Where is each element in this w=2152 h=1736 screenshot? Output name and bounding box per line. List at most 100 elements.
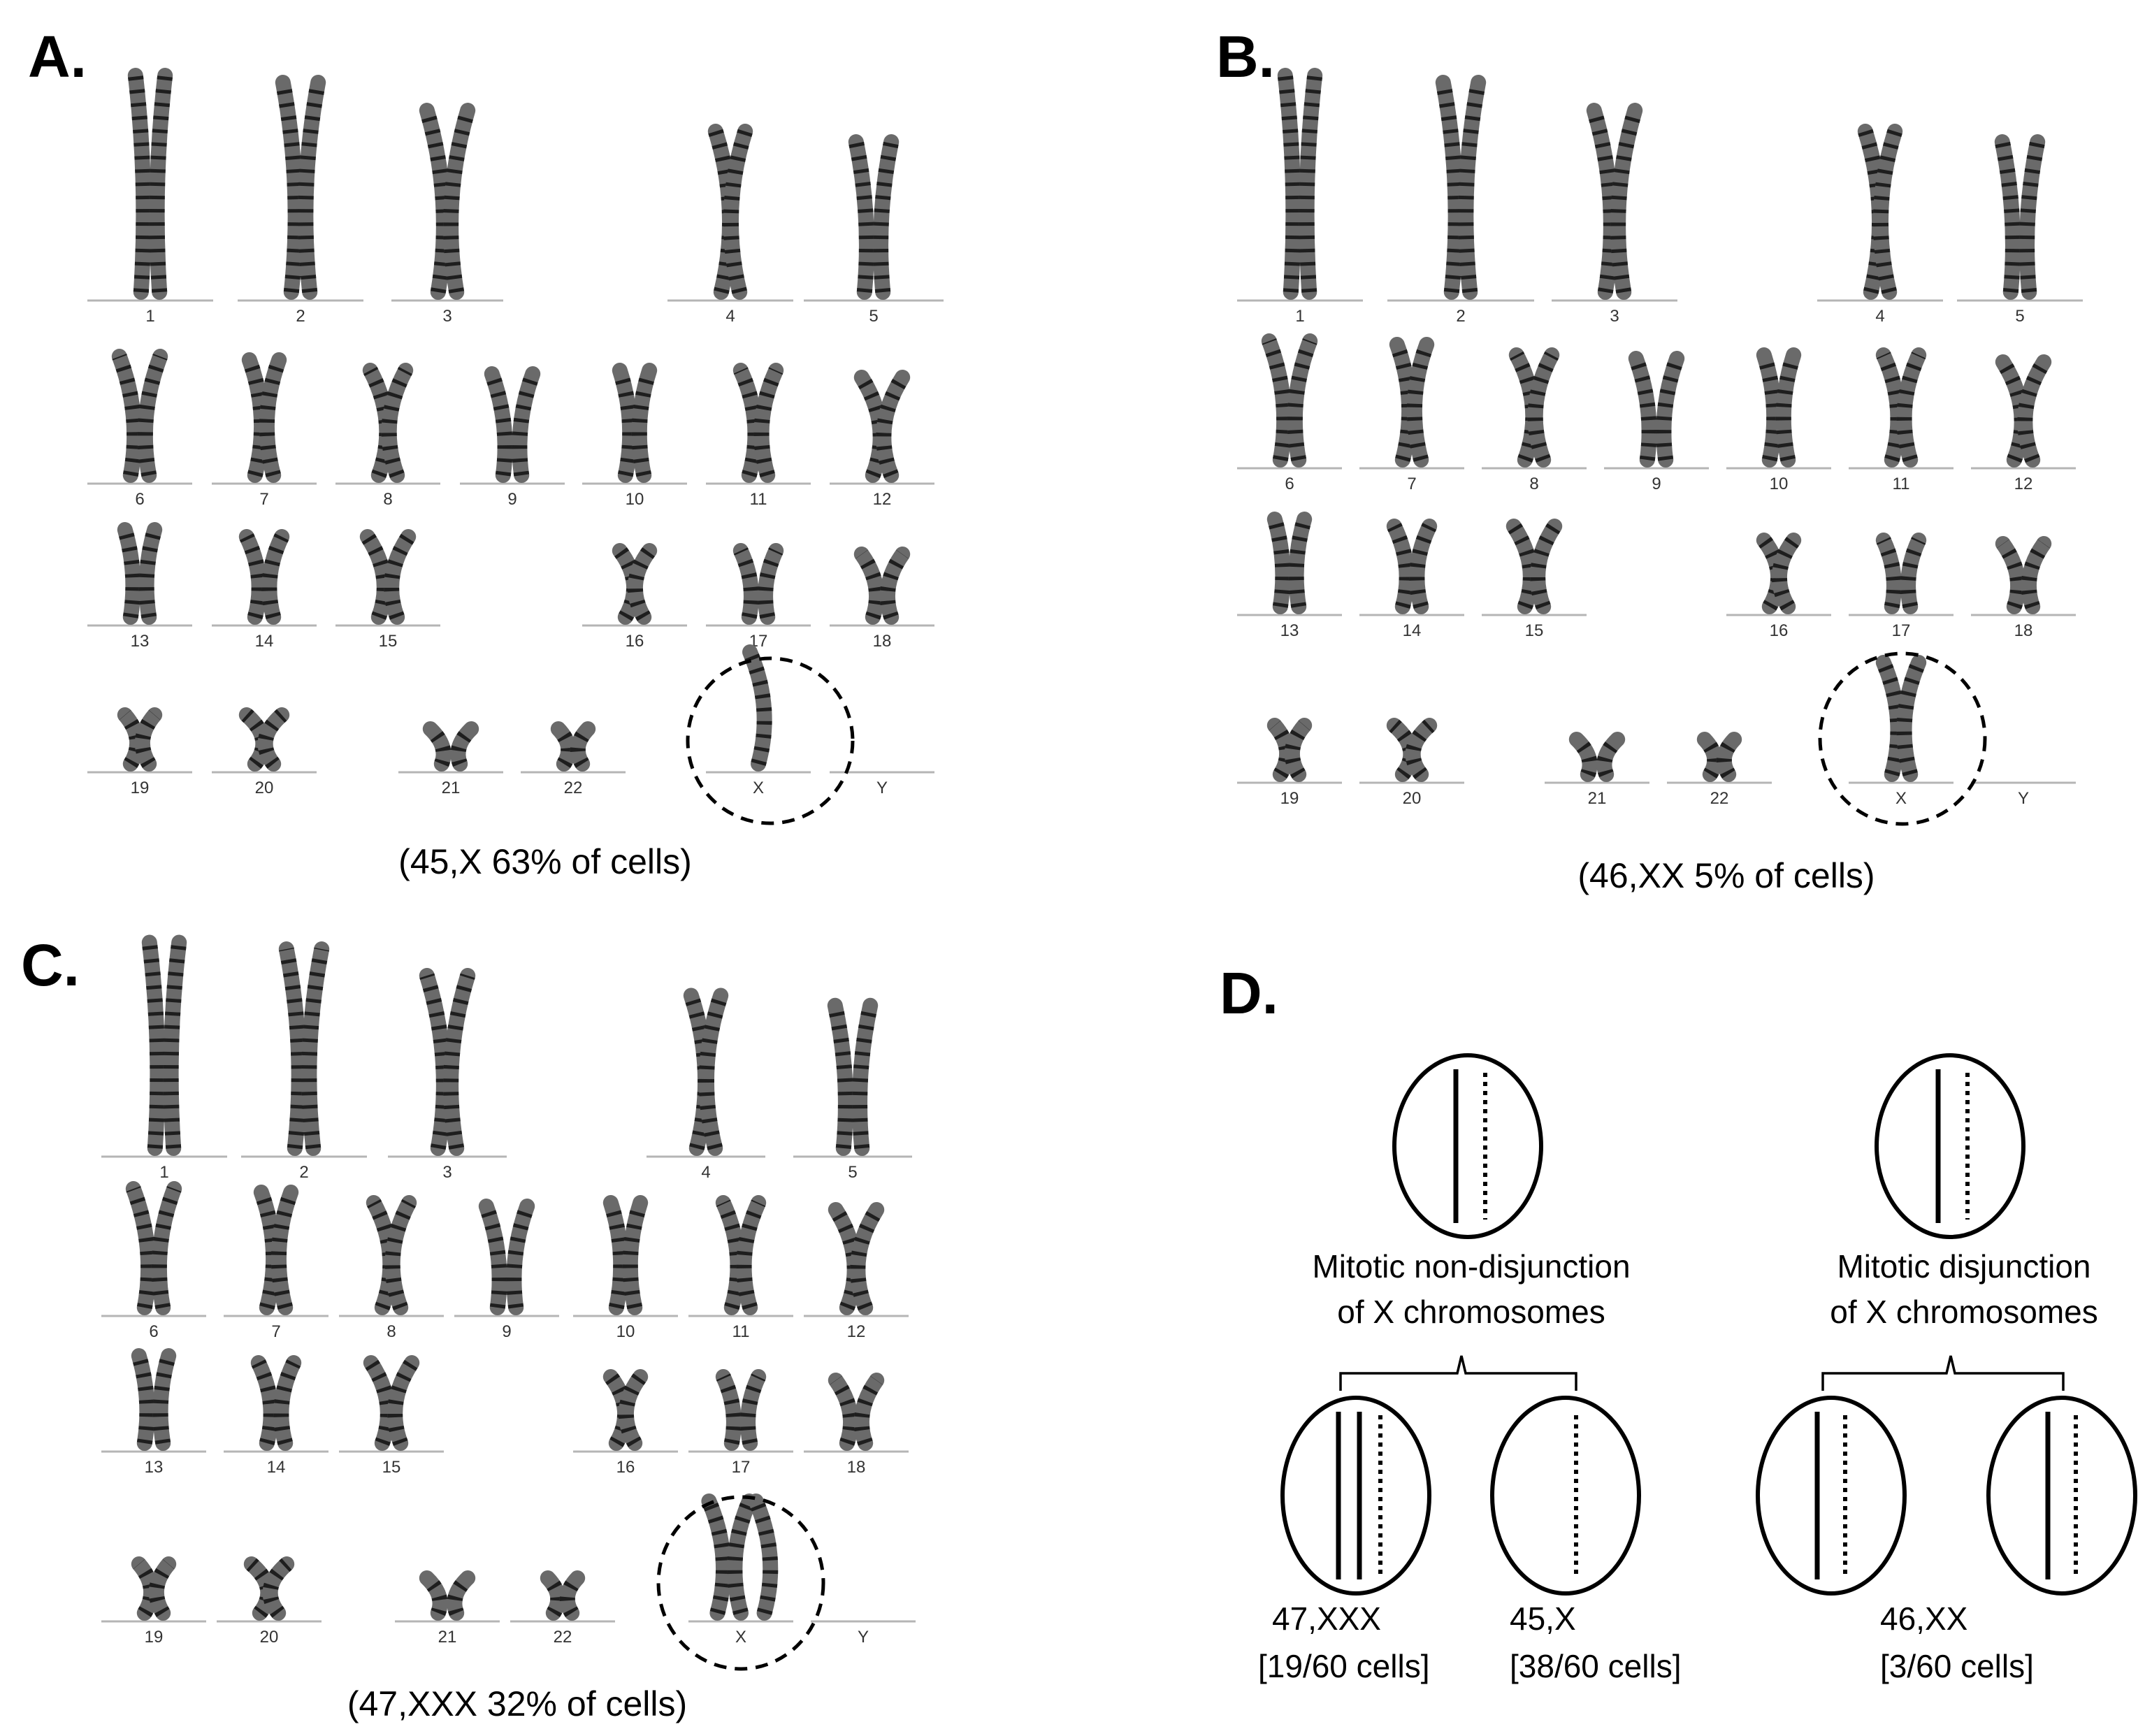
chromosome-bands [421, 1572, 448, 1616]
chromosome-label: 4 [725, 307, 735, 326]
chromosome-slot-21: 21 [398, 721, 503, 797]
chromosome-slot-Y: Y [811, 1620, 916, 1647]
chromosome-slot-9: 9 [454, 1199, 559, 1341]
chromosome-slot-6: 6 [87, 349, 192, 509]
chromosome [827, 997, 853, 1156]
chromosome-label: X [735, 1628, 746, 1647]
chromosome-bands [1530, 521, 1561, 609]
chromosome-label: 12 [2014, 475, 2033, 493]
chromosome-label: 11 [732, 1322, 750, 1341]
chromosome-slot-6: 6 [101, 1181, 206, 1341]
chromosome [627, 543, 658, 625]
chromosome-slot-7: 7 [1359, 337, 1464, 493]
chromosome [1284, 718, 1313, 782]
chromosome-slot-18: 18 [804, 1373, 909, 1477]
chromosome [828, 1373, 859, 1451]
chromosome-label: 6 [149, 1322, 158, 1341]
chromosome-label: 1 [145, 307, 154, 326]
daughter-cell-x [1490, 1396, 1641, 1596]
chromosome-label: 21 [438, 1628, 457, 1647]
chromosome-slot-4: 4 [1817, 124, 1943, 326]
chromosome-bands [1896, 659, 1926, 776]
chromosome-bands [1507, 521, 1538, 609]
chromosome-bands [447, 1572, 474, 1616]
chromosome-label: 5 [2015, 307, 2024, 326]
chromosome-slot-22: 22 [1667, 732, 1772, 808]
result-xx-count: [3/60 cells] [1880, 1648, 2034, 1684]
chromosome-bands [1896, 352, 1926, 463]
chromosome [148, 1556, 177, 1621]
chromosome-bands [275, 80, 303, 294]
chromosome-bands [242, 357, 270, 477]
chromosome-bands [1299, 74, 1323, 293]
chromosome-bands [163, 941, 187, 1149]
chromosome-label: 15 [1525, 621, 1544, 640]
chromosome-slot-12: 12 [830, 370, 934, 509]
chromosome [298, 75, 326, 300]
chromosome-label: 17 [732, 1458, 751, 1477]
chromosome-label: 12 [847, 1322, 866, 1341]
chromosome-slot-8: 8 [335, 363, 440, 509]
result-x-count: [38/60 cells] [1510, 1648, 1681, 1684]
chromosome-slot-20: 20 [217, 1556, 322, 1647]
chromosome-bands [1527, 351, 1559, 463]
chromosome-slot-7: 7 [212, 352, 317, 509]
chromosome [1288, 512, 1313, 614]
chromosome-slot-X: X [706, 644, 811, 797]
panel-letter-d: D. [1220, 960, 1278, 1026]
chromosome-slot-X: X [1849, 655, 1954, 808]
chromosome-label: X [753, 779, 764, 797]
chromosome-bands [1775, 352, 1801, 462]
chromosome-bands [1596, 734, 1624, 778]
x-chromosome-highlight-circle [686, 656, 855, 825]
chromosome-label: 17 [1892, 621, 1911, 640]
chromosome [1266, 512, 1291, 614]
chromosome-slot-2: 2 [241, 941, 367, 1182]
process-left-line1: Mitotic non-disjunction [1312, 1248, 1630, 1285]
chromosome-label: 7 [271, 1322, 280, 1341]
panel-caption: (47,XXX 32% of cells) [347, 1684, 687, 1723]
chromosome-bands [723, 129, 753, 294]
chromosome-bands [631, 368, 657, 477]
brace-left [1339, 1355, 1577, 1391]
chromosome-label: 21 [442, 779, 461, 797]
chromosome [134, 707, 163, 772]
chromosome [848, 134, 874, 300]
chromosome [1994, 134, 2021, 300]
chromosome-bands [1587, 108, 1619, 294]
x-chromosome-highlight-circle [656, 1495, 825, 1671]
chromosome [1875, 533, 1902, 614]
chromosome [1435, 75, 1464, 300]
chromosome-label: 11 [750, 490, 767, 509]
chromosome-bands [1277, 74, 1301, 293]
chromosome-bands [381, 366, 412, 478]
chromosome [852, 997, 879, 1156]
chromosome-bands [684, 993, 713, 1150]
chromosome [853, 1373, 885, 1451]
chromosome [138, 522, 163, 625]
chromosome-slot-13: 13 [1237, 512, 1342, 640]
chromosome-slot-1: 1 [101, 934, 227, 1182]
chromosome-label: 9 [502, 1322, 511, 1341]
chromosome-bands [1716, 734, 1740, 779]
panel-caption: (45,X 63% of cells) [398, 842, 692, 881]
chromosome-bands [570, 723, 594, 768]
chromosome-slot-10: 10 [573, 1195, 678, 1341]
chromosome-bands [384, 532, 415, 620]
chromosome-label: 19 [131, 779, 150, 797]
chromosome-label: 16 [616, 1458, 635, 1477]
chromosome-slot-5: 5 [1957, 134, 2083, 326]
chromosome-slot-21: 21 [1545, 732, 1649, 808]
chromosome-label: 3 [1610, 307, 1619, 326]
chromosome [506, 1199, 535, 1315]
chromosome-slot-17: 17 [688, 1369, 793, 1477]
result-xxx-karyotype: 47,XXX [1272, 1600, 1381, 1637]
chromosome-bands [702, 1498, 732, 1615]
chromosome [879, 547, 911, 625]
chromosome-bands [749, 1498, 779, 1615]
chromosome [1628, 351, 1657, 468]
chromosome-bands [141, 941, 166, 1149]
chromosome-label: 2 [299, 1163, 308, 1182]
